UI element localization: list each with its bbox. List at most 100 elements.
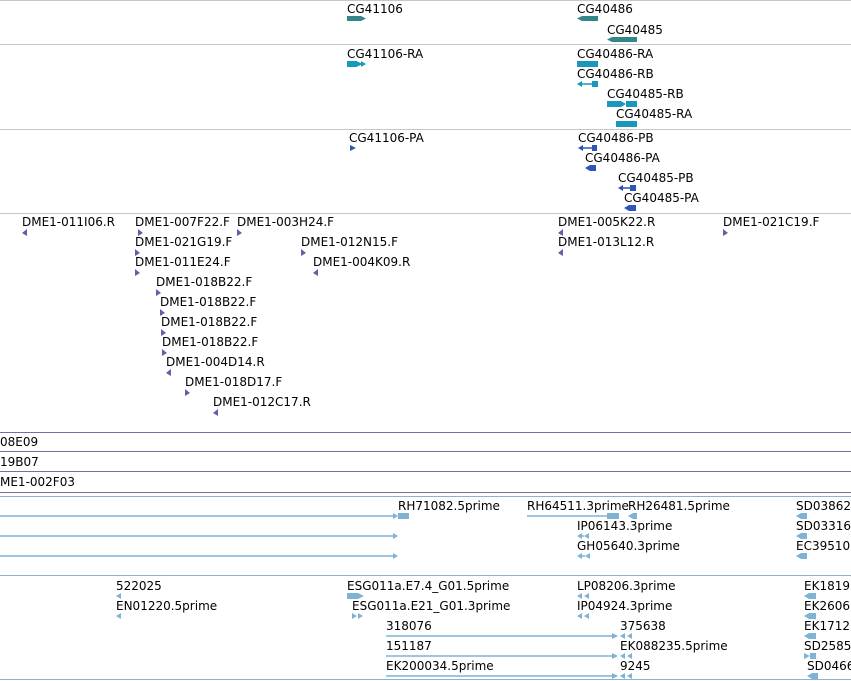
bac-end-label: DME1-004D14.R [166, 355, 265, 369]
est-glyph[interactable] [809, 633, 816, 639]
bac-end-glyph[interactable] [156, 289, 161, 296]
bac-end-label: DME1-005K22.R [558, 215, 656, 229]
bac-end-glyph[interactable] [723, 229, 728, 236]
est-glyph[interactable] [612, 653, 618, 659]
bac-end-label: DME1-018B22.F [161, 315, 258, 329]
gene-glyph[interactable] [577, 16, 598, 21]
est-glyph[interactable] [620, 633, 625, 639]
cdna-glyph[interactable] [628, 513, 633, 519]
est-glyph[interactable] [612, 633, 618, 639]
cdna-glyph[interactable] [393, 533, 398, 539]
est-glyph[interactable] [804, 653, 810, 659]
protein-glyph[interactable] [630, 185, 636, 191]
est-glyph[interactable] [612, 673, 618, 679]
bac-end-glyph[interactable] [22, 229, 27, 236]
protein-glyph[interactable] [578, 145, 583, 151]
est-glyph[interactable] [809, 593, 816, 599]
protein-label: CG40486-PA [585, 151, 660, 165]
protein-glyph[interactable] [618, 185, 623, 191]
est-glyph[interactable] [804, 613, 809, 619]
bac-end-glyph[interactable] [162, 349, 167, 356]
cdna-glyph[interactable] [393, 553, 398, 559]
bac-end-glyph[interactable] [213, 409, 218, 416]
est-glyph[interactable] [584, 613, 589, 619]
est-label: ESG011a.E7.4_G01.5prime [347, 579, 510, 593]
bac-end-glyph[interactable] [160, 309, 165, 316]
bac-end-glyph[interactable] [138, 229, 143, 236]
gene-glyph[interactable] [607, 37, 637, 42]
bac-end-glyph[interactable] [135, 269, 140, 276]
bac-end-label: DME1-004K09.R [313, 255, 411, 269]
cdna-glyph[interactable] [577, 533, 582, 539]
transcript-glyph[interactable] [626, 101, 637, 107]
cdna-glyph[interactable] [398, 513, 409, 519]
est-glyph[interactable] [627, 653, 632, 659]
est-glyph[interactable] [804, 593, 809, 599]
transcript-glyph[interactable] [361, 61, 366, 67]
cdna-glyph[interactable] [796, 553, 801, 559]
est-glyph[interactable] [804, 633, 809, 639]
est-glyph[interactable] [810, 653, 816, 659]
est-glyph[interactable] [347, 593, 358, 599]
bac-end-glyph[interactable] [301, 249, 306, 256]
bac-end-glyph[interactable] [313, 269, 318, 276]
est-glyph[interactable] [352, 613, 357, 619]
transcript-glyph[interactable] [621, 101, 626, 107]
gene-label: CG40486 [577, 2, 633, 16]
cdna-glyph[interactable] [607, 513, 619, 519]
protein-glyph[interactable] [585, 165, 590, 171]
bac-end-glyph[interactable] [185, 389, 190, 396]
cdna-glyph[interactable] [393, 513, 398, 519]
cdna-glyph[interactable] [633, 513, 637, 519]
transcript-glyph[interactable] [577, 61, 598, 67]
gene-glyph[interactable] [347, 16, 366, 21]
bac-end-glyph[interactable] [166, 369, 171, 376]
est-glyph[interactable] [812, 673, 818, 679]
protein-glyph[interactable] [624, 205, 629, 211]
transcript-glyph[interactable] [616, 121, 637, 127]
bac-end-glyph[interactable] [161, 329, 166, 336]
est-glyph[interactable] [358, 593, 364, 599]
est-glyph[interactable] [627, 673, 632, 679]
est-glyph[interactable] [116, 593, 121, 599]
cdna-glyph[interactable] [585, 553, 590, 559]
bac-end-glyph[interactable] [558, 249, 563, 256]
bac-end-label: DME1-013L12.R [558, 235, 655, 249]
bac-end-glyph[interactable] [135, 249, 140, 256]
protein-glyph[interactable] [350, 145, 356, 151]
cdna-glyph[interactable] [584, 533, 589, 539]
cdna-glyph[interactable] [801, 513, 807, 519]
cdna-glyph[interactable] [577, 553, 582, 559]
transcript-glyph[interactable] [592, 81, 598, 87]
est-glyph[interactable] [584, 593, 589, 599]
bac-end-glyph[interactable] [558, 229, 563, 236]
transcript-glyph[interactable] [577, 81, 582, 87]
est-glyph[interactable] [577, 593, 582, 599]
est-glyph[interactable] [807, 673, 812, 679]
bac-end-label: DME1-003H24.F [237, 215, 335, 229]
bac-end-label: DME1-018B22.F [162, 335, 259, 349]
protein-glyph[interactable] [592, 145, 597, 151]
bac-end-label: DME1-012N15.F [301, 235, 399, 249]
est-glyph[interactable] [620, 673, 625, 679]
bac-end-label: DME1-011E24.F [135, 255, 231, 269]
transcript-glyph[interactable] [356, 61, 363, 67]
cdna-glyph[interactable] [796, 513, 801, 519]
est-glyph[interactable] [116, 613, 121, 619]
transcript-glyph[interactable] [347, 61, 357, 67]
protein-glyph[interactable] [629, 205, 636, 211]
cdna-glyph[interactable] [796, 533, 801, 539]
protein-glyph[interactable] [590, 165, 596, 171]
cdna-glyph[interactable] [801, 553, 807, 559]
cdna-glyph[interactable] [801, 533, 807, 539]
bac-end-glyph[interactable] [237, 229, 242, 236]
est-glyph[interactable] [620, 653, 625, 659]
transcript-glyph[interactable] [607, 101, 621, 107]
cdna-label: SD03862 [796, 499, 851, 513]
est-glyph[interactable] [627, 633, 632, 639]
est-glyph[interactable] [809, 613, 816, 619]
cdna-label: RH26481.5prime [628, 499, 730, 513]
est-glyph[interactable] [358, 613, 363, 619]
cdna-label: SD03316 [796, 519, 851, 533]
est-glyph[interactable] [577, 613, 582, 619]
